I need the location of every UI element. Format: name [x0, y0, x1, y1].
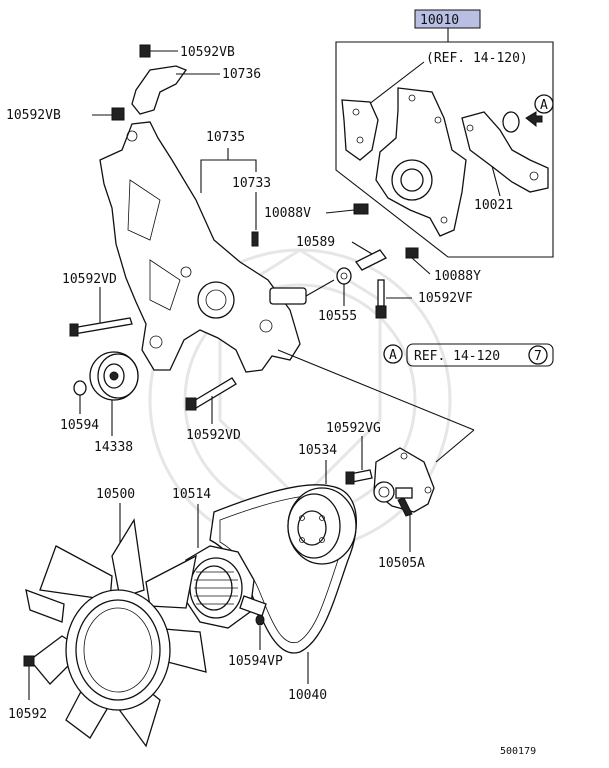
hardware-right-group: 10088V 10589 10088Y 10555 10592VF: [264, 203, 481, 324]
label-10594vp[interactable]: 10594VP: [228, 654, 283, 669]
label-10592vb-top[interactable]: 10592VB: [180, 45, 235, 60]
callout-a-top[interactable]: [534, 94, 554, 114]
fan-10500[interactable]: [25, 518, 207, 748]
bolt-10589[interactable]: [355, 249, 387, 271]
label-10514[interactable]: 10514: [172, 487, 211, 502]
bolt-10592vd-left[interactable]: [71, 317, 133, 335]
main-bracket-group: 10735 10733: [99, 121, 475, 463]
label-10592vg[interactable]: 10592VG: [326, 421, 381, 436]
ref-circle-number: 7: [534, 349, 542, 364]
water-pump-group: 10010 (REF. 14-120) A 10021: [335, 9, 554, 258]
top-bracket-group: 10592VB 10736 10592VB: [6, 44, 261, 123]
gasket-10021[interactable]: [461, 111, 549, 193]
label-10010[interactable]: 10010: [420, 13, 459, 28]
bolt-10592vd-mid[interactable]: [191, 377, 237, 409]
stud-10592vf[interactable]: [377, 279, 385, 307]
label-10594[interactable]: 10594: [60, 418, 99, 433]
pin-10733[interactable]: [251, 231, 259, 247]
label-10592vd-mid[interactable]: 10592VD: [186, 428, 241, 443]
label-10592vf[interactable]: 10592VF: [418, 291, 473, 306]
label-10500[interactable]: 10500: [96, 487, 135, 502]
bottom-ref-callout: A REF. 14-120 7: [383, 343, 554, 367]
ref-box-bottom[interactable]: [406, 343, 554, 367]
label-10088y[interactable]: 10088Y: [434, 269, 481, 284]
diagram-id: 500179: [500, 746, 536, 757]
label-10021[interactable]: 10021: [474, 198, 513, 213]
ref-label-bottom[interactable]: REF. 14-120: [414, 349, 500, 364]
label-10733[interactable]: 10733: [232, 176, 271, 191]
label-10088v[interactable]: 10088V: [264, 206, 311, 221]
group-boundary: [335, 41, 554, 258]
label-10592[interactable]: 10592: [8, 707, 47, 722]
label-14338[interactable]: 14338: [94, 440, 133, 455]
callout-a-bottom-text: A: [389, 348, 397, 363]
idler-group: 10592VD 14338 10594 10592VD: [60, 272, 241, 455]
label-10592vd-left[interactable]: 10592VD: [62, 272, 117, 287]
label-10736[interactable]: 10736: [222, 67, 261, 82]
label-10534[interactable]: 10534: [298, 443, 337, 458]
bracket-10736[interactable]: [131, 65, 188, 115]
ref-label-top[interactable]: (REF. 14-120): [426, 51, 528, 66]
callout-a-top-text: A: [540, 98, 548, 113]
drive-group: 10592VG 10534 10505A 10040 10514: [172, 421, 435, 703]
label-10589[interactable]: 10589: [296, 235, 335, 250]
label-10592vb-left[interactable]: 10592VB: [6, 108, 61, 123]
label-10555[interactable]: 10555: [318, 309, 357, 324]
label-10735[interactable]: 10735: [206, 130, 245, 145]
nut-10594[interactable]: [73, 380, 87, 396]
bracket-10735[interactable]: [99, 121, 301, 373]
nut-10594vp[interactable]: [255, 614, 265, 626]
gasket-left[interactable]: [341, 99, 379, 161]
label-10040[interactable]: 10040: [288, 688, 327, 703]
label-10505a[interactable]: 10505A: [378, 556, 425, 571]
fan-group: 10500 10592: [8, 487, 207, 748]
bolt-10592[interactable]: [23, 655, 35, 667]
washer-10555[interactable]: [336, 267, 352, 285]
o-ring[interactable]: [502, 111, 520, 133]
callout-a-bottom[interactable]: [383, 344, 403, 364]
